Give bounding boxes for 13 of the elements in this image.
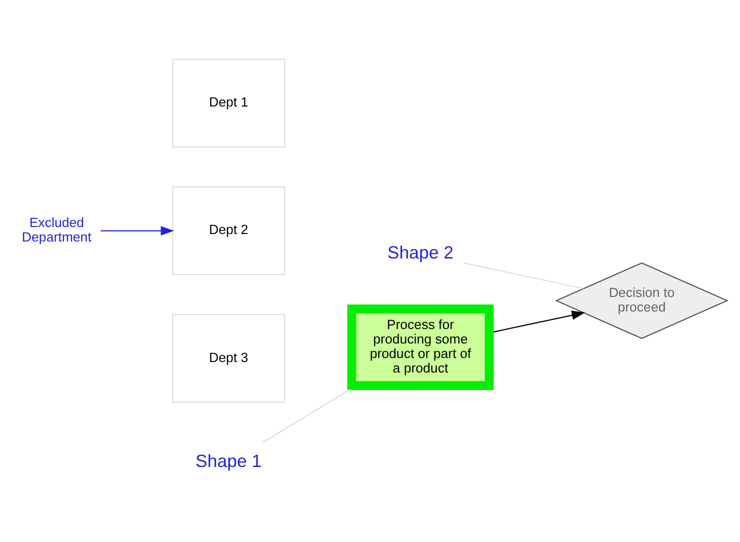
node-diamond: Decision to proceed <box>554 262 728 339</box>
node-text: Shape 1 <box>196 450 262 471</box>
connector <box>463 262 584 290</box>
arrow <box>493 310 586 333</box>
node-text: Shape 2 <box>387 242 454 262</box>
cluster <box>347 304 494 390</box>
node-box: Process for producing some product or part of a product <box>356 313 485 382</box>
connector <box>262 388 350 443</box>
node-box: Dept 2 <box>172 186 286 276</box>
arrow <box>100 226 174 236</box>
node-box: Dept 1 <box>172 58 286 148</box>
node-text: Excluded Department <box>22 215 92 244</box>
node-box: Dept 3 <box>172 314 286 403</box>
